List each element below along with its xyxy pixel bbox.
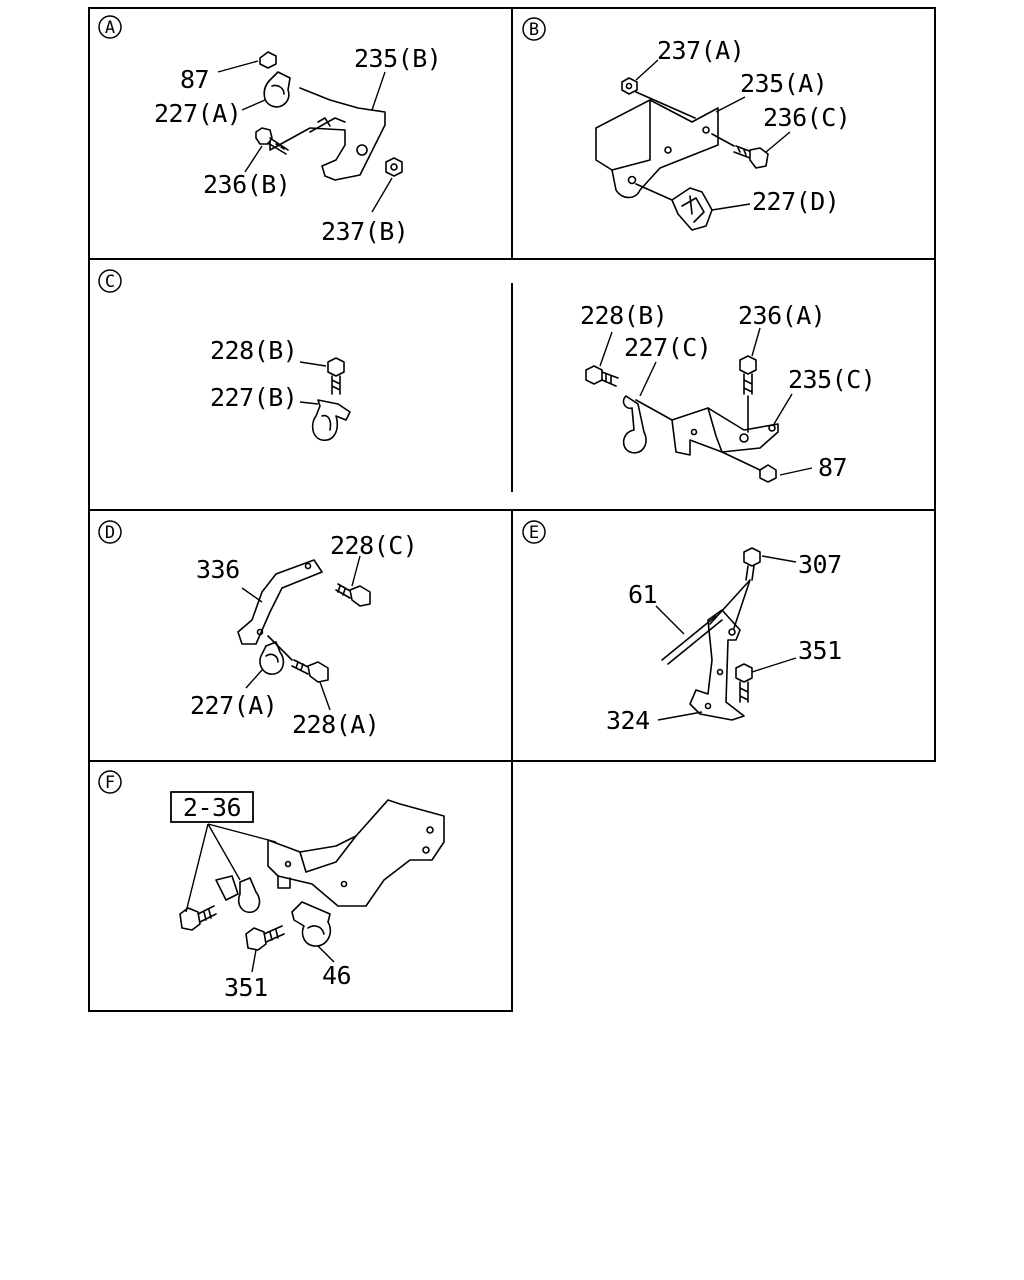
label-227a: 227(A)	[154, 99, 241, 128]
label-351-f: 351	[224, 973, 268, 1002]
bracket-336-shape	[237, 559, 323, 645]
bolt-236c-shape	[733, 145, 769, 169]
label-236c: 236(C)	[763, 103, 850, 132]
label-228b-right: 228(B)	[580, 301, 667, 330]
label-228b-left: 228(B)	[210, 336, 297, 365]
svg-text:B: B	[529, 20, 539, 40]
bolt-228b-left-shape	[327, 357, 345, 395]
label-46: 46	[322, 961, 351, 990]
panel-c: C 228(B) 227(B)	[98, 269, 876, 483]
label-307: 307	[798, 550, 842, 579]
bracket-235b-shape	[269, 87, 386, 181]
bracket-324-shape	[689, 609, 745, 721]
label-227a-d: 227(A)	[190, 691, 277, 720]
bolt-351-e-shape	[735, 663, 753, 703]
label-228a: 228(A)	[292, 710, 379, 739]
clip-227d-shape	[671, 187, 713, 231]
bracket-235c-shape	[671, 407, 779, 456]
bolt-upper-f-shape	[179, 905, 217, 931]
bolt-236a-shape	[739, 355, 757, 395]
nut-87-right-shape	[759, 464, 777, 483]
label-237a: 237(A)	[657, 36, 744, 65]
label-237b: 237(B)	[321, 217, 408, 246]
panel-badge-e: E	[522, 520, 546, 544]
panel-b: B 237(A) 2	[522, 17, 851, 231]
clip-left-f-shape	[215, 875, 261, 914]
nut-237b-shape	[385, 157, 403, 177]
bolt-228c-shape	[335, 583, 371, 607]
clip-46-shape	[291, 901, 332, 947]
panel-grid	[88, 7, 936, 1012]
label-227d: 227(D)	[752, 187, 839, 216]
bolt-228b-right-shape	[585, 365, 619, 387]
pipe-61-shape	[661, 615, 723, 665]
label-228c: 228(C)	[330, 531, 417, 560]
bracket-235a-shape	[595, 99, 719, 199]
bracket-f-shape	[267, 799, 445, 907]
clip-227a-shape	[263, 71, 291, 108]
panel-badge-d: D	[98, 520, 122, 544]
clip-227b-shape	[311, 399, 351, 441]
bolt-307-shape	[743, 547, 761, 581]
label-351-e: 351	[798, 636, 842, 665]
bolt-236b-shape	[255, 127, 289, 155]
panel-badge-f: F	[98, 770, 122, 794]
label-227b: 227(B)	[210, 383, 297, 412]
bolt-228a-shape	[291, 659, 329, 683]
label-87: 87	[180, 65, 209, 94]
label-324: 324	[606, 706, 650, 735]
label-227c: 227(C)	[624, 333, 711, 362]
label-236b: 236(B)	[203, 170, 290, 199]
svg-text:D: D	[105, 523, 115, 543]
panel-badge-a: A	[98, 15, 122, 39]
nut-87-shape	[259, 51, 277, 69]
panel-badge-c: C	[98, 269, 122, 293]
svg-text:C: C	[105, 272, 115, 292]
svg-text:F: F	[105, 773, 115, 793]
panel-e: E 307 61 351 324	[522, 520, 842, 735]
panel-a: A 87	[98, 15, 442, 246]
panel-f: F 2-36	[98, 770, 445, 1002]
clip-227c-shape	[622, 395, 647, 454]
label-61: 61	[628, 580, 657, 609]
panel-badge-b: B	[522, 17, 546, 41]
nut-237a-shape	[621, 77, 638, 95]
bolt-351-f-shape	[245, 925, 285, 951]
label-235c: 235(C)	[788, 365, 875, 394]
svg-text:2-36: 2-36	[183, 793, 241, 822]
label-235b: 235(B)	[354, 44, 441, 73]
label-336: 336	[196, 555, 240, 584]
label-236a: 236(A)	[738, 301, 825, 330]
panel-d: D 336 228(C) 227(A) 228(A)	[98, 520, 418, 739]
label-235a: 235(A)	[740, 69, 827, 98]
svg-text:E: E	[529, 523, 539, 543]
clip-227a-d-shape	[259, 641, 285, 675]
reference-box-2-36: 2-36	[170, 791, 254, 823]
svg-text:A: A	[105, 18, 115, 38]
label-87-right: 87	[818, 453, 847, 482]
